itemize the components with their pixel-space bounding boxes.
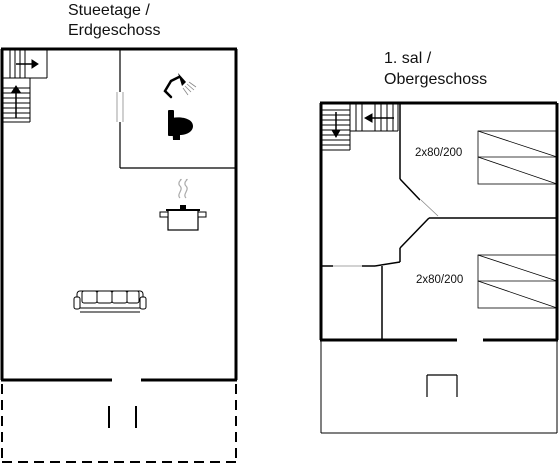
balcony-outline: [320, 340, 558, 434]
shower-icon: [163, 73, 197, 99]
bed-label-bottom: 2x80/200: [416, 274, 464, 286]
bathroom-door: [116, 92, 124, 122]
upper-floor-interior-walls: [321, 103, 557, 340]
bathroom-walls: [119, 49, 236, 169]
upper-floor-title-line2: Obergeschoss: [384, 71, 488, 88]
stairs-up-icon: [2, 49, 48, 123]
upper-floor-title-line1: 1. sal /: [384, 50, 432, 67]
toilet-icon: [168, 110, 193, 140]
ground-floor-plan: [0, 47, 238, 463]
upper-floor-plan: [319, 101, 559, 434]
sofa-icon: [73, 290, 147, 313]
balcony-fixture: [426, 374, 458, 397]
stove-pot-icon: [159, 178, 207, 231]
stairs-down-icon: [321, 103, 399, 151]
ground-floor-title-line1: Stueetage /: [68, 2, 150, 19]
upper-floor-walls: [319, 101, 559, 342]
bed-icon: [477, 254, 558, 309]
terrace-steps: [108, 406, 137, 428]
terrace-outline: [1, 384, 237, 463]
ground-floor-title-line2: Erdgeschoss: [68, 22, 161, 39]
upper-floor-doors: [333, 199, 439, 267]
bed-icon: [477, 130, 558, 185]
bed-label-top: 2x80/200: [415, 147, 463, 159]
ground-floor-walls: [0, 47, 238, 382]
